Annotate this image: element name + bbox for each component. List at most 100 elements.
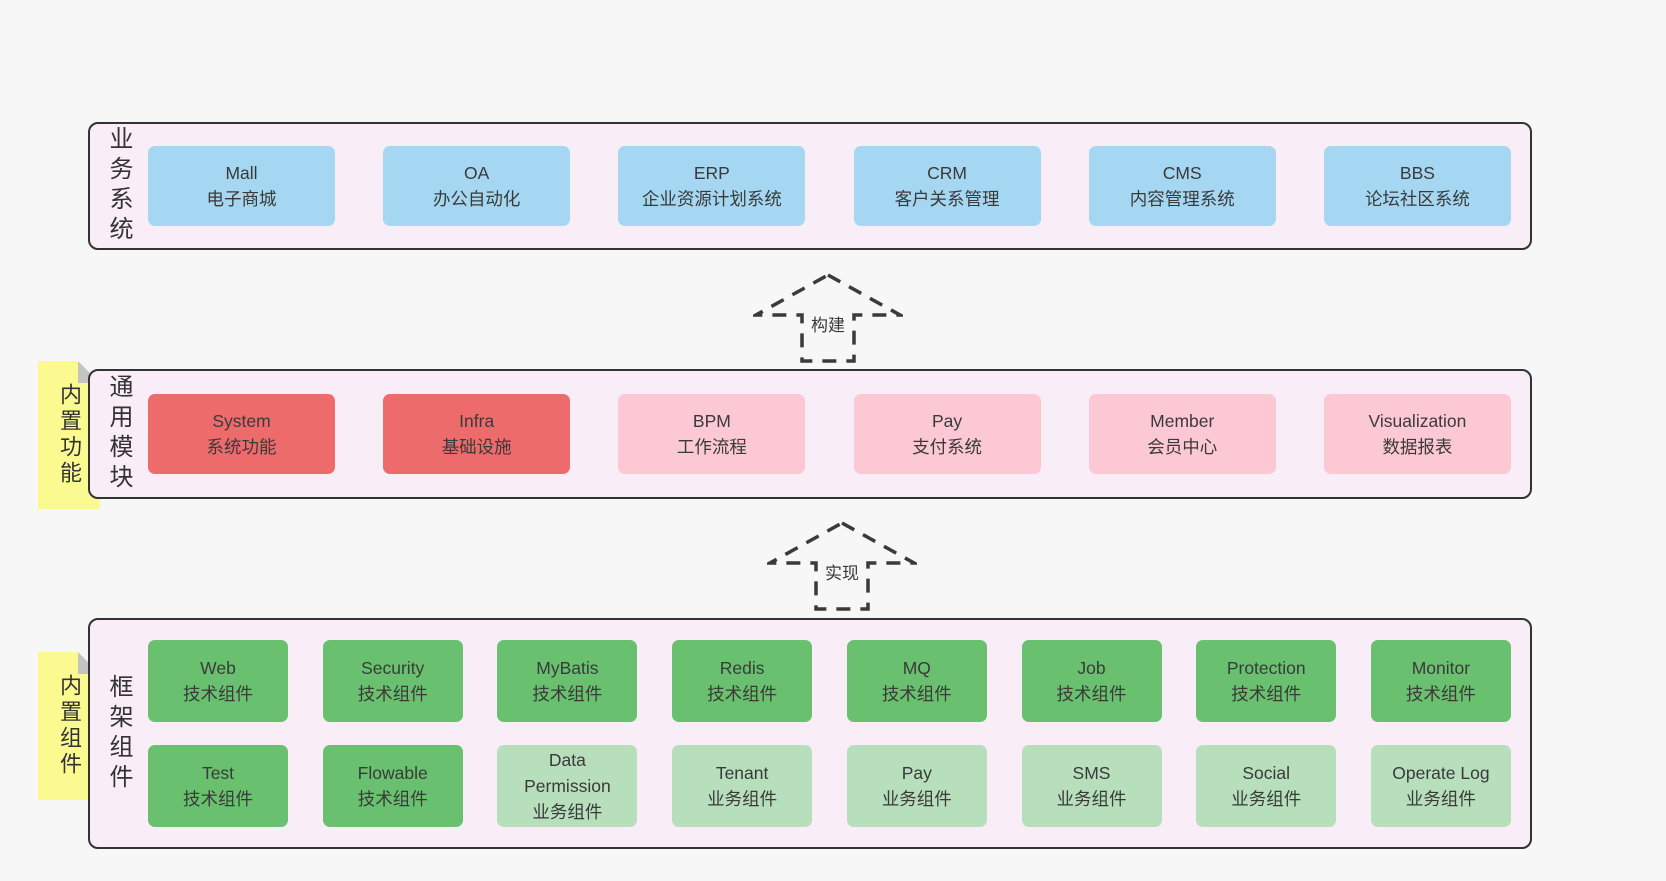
box-title: ERP (693, 162, 730, 183)
box-subtitle: 系统功能 (206, 437, 277, 457)
box-subtitle: 客户关系管理 (894, 189, 1000, 209)
box-subtitle: 会员中心 (1147, 437, 1218, 457)
box-title: BPM (692, 410, 731, 431)
box-title: Flowable (357, 762, 428, 783)
box-mq: MQ 技术组件 (846, 640, 987, 722)
box-member: Member 会员中心 (1088, 394, 1276, 474)
box-title: Tenant (715, 762, 769, 783)
box-title: Test (201, 762, 235, 783)
box-title: Visualization (1368, 410, 1467, 431)
box-monitor: Monitor 技术组件 (1370, 640, 1511, 722)
box-subtitle: 技术组件 (707, 684, 778, 704)
arrow-implement: 实现 (767, 519, 917, 613)
box-subtitle: 支付系统 (912, 437, 983, 457)
components-row-2: Test 技术组件 Flowable 技术组件 Data Permission … (148, 745, 1511, 827)
box-mall: Mall 电子商城 (148, 146, 335, 226)
box-bpm: BPM 工作流程 (618, 394, 806, 474)
box-subtitle: 技术组件 (1405, 684, 1476, 704)
box-subtitle: 内容管理系统 (1129, 189, 1235, 209)
box-subtitle: 基础设施 (441, 437, 512, 457)
box-subtitle: 技术组件 (881, 684, 952, 704)
box-title: MQ (902, 657, 931, 678)
box-title: BBS (1399, 162, 1435, 183)
side-label-col: 框架组件 (90, 620, 146, 847)
side-label-common-modules: 通用模块 (105, 374, 132, 494)
components-row-1: Web 技术组件 Security 技术组件 MyBatis 技术组件 Redi… (148, 640, 1511, 722)
box-subtitle: 业务组件 (532, 802, 603, 823)
box-title: Mall (225, 162, 258, 183)
box-subtitle: 技术组件 (1056, 684, 1127, 704)
box-title: OA (464, 162, 490, 183)
box-title: Infra (459, 410, 495, 431)
box-protection: Protection 技术组件 (1196, 640, 1337, 722)
side-label-business-systems: 业务系统 (105, 126, 132, 246)
box-operate-log: Operate Log 业务组件 (1370, 745, 1511, 827)
box-title: Redis (719, 657, 765, 678)
box-crm: CRM 客户关系管理 (853, 146, 1041, 226)
box-subtitle: 技术组件 (532, 684, 603, 704)
side-label-col: 通用模块 (90, 371, 146, 497)
box-subtitle: 数据报表 (1382, 437, 1453, 457)
modules-boxes-row: System 系统功能 Infra 基础设施 BPM 工作流程 Pay 支付系统… (146, 371, 1530, 497)
box-system: System 系统功能 (148, 394, 335, 474)
box-visualization: Visualization 数据报表 (1323, 394, 1511, 474)
box-subtitle: 业务组件 (1405, 789, 1476, 809)
box-subtitle: 电子商城 (206, 189, 277, 209)
box-title: Protection (1226, 657, 1306, 678)
box-subtitle: 业务组件 (1056, 789, 1127, 809)
box-title: Member (1150, 410, 1215, 431)
box-subtitle: 论坛社区系统 (1364, 189, 1470, 209)
box-cms: CMS 内容管理系统 (1088, 146, 1276, 226)
box-title: CMS (1162, 162, 1202, 183)
box-test: Test 技术组件 (148, 745, 288, 827)
box-title: Data Permission (524, 749, 611, 796)
box-title: Security (361, 657, 425, 678)
box-web: Web 技术组件 (148, 640, 288, 722)
box-erp: ERP 企业资源计划系统 (618, 146, 806, 226)
business-boxes-row: Mall 电子商城 OA 办公自动化 ERP 企业资源计划系统 CRM 客户关系… (146, 124, 1530, 248)
box-title: Social (1242, 762, 1291, 783)
box-title: SMS (1072, 762, 1111, 783)
arrow-implement-label: 实现 (822, 559, 862, 584)
tag-built-in-features-label: 内置功能 (57, 383, 82, 487)
box-pay-component: Pay 业务组件 (846, 745, 987, 827)
arrow-build: 构建 (753, 271, 903, 365)
box-social: Social 业务组件 (1196, 745, 1337, 827)
box-subtitle: 业务组件 (707, 789, 778, 809)
box-subtitle: 技术组件 (183, 789, 253, 809)
box-bbs: BBS 论坛社区系统 (1323, 146, 1511, 226)
box-title: CRM (927, 162, 967, 183)
box-subtitle: 技术组件 (1231, 684, 1302, 704)
side-label-col: 业务系统 (90, 124, 146, 248)
arrow-up-icon (753, 272, 903, 363)
side-label-framework-components: 框架组件 (105, 673, 132, 794)
box-subtitle: 技术组件 (357, 789, 428, 809)
arrow-up-icon (767, 520, 917, 611)
box-title: System (212, 410, 271, 431)
box-subtitle: 技术组件 (183, 684, 253, 704)
box-title: MyBatis (536, 657, 599, 678)
box-title: Job (1077, 657, 1106, 678)
box-redis: Redis 技术组件 (672, 640, 813, 722)
box-title: Pay (931, 410, 963, 431)
tag-built-in-components-label: 内置组件 (57, 674, 82, 778)
box-pay-module: Pay 支付系统 (853, 394, 1041, 474)
box-oa: OA 办公自动化 (383, 146, 571, 226)
arrow-build-label: 构建 (808, 311, 848, 336)
components-rows: Web 技术组件 Security 技术组件 MyBatis 技术组件 Redi… (146, 620, 1530, 847)
box-title: Pay (901, 762, 932, 783)
box-mybatis: MyBatis 技术组件 (497, 640, 638, 722)
box-subtitle: 企业资源计划系统 (641, 189, 782, 209)
box-tenant: Tenant 业务组件 (672, 745, 813, 827)
box-job: Job 技术组件 (1021, 640, 1162, 722)
box-title: Operate Log (1392, 762, 1490, 783)
panel-framework-components: 框架组件 Web 技术组件 Security 技术组件 MyBatis 技术组件… (88, 618, 1532, 849)
box-data-permission: Data Permission 业务组件 (497, 745, 638, 827)
box-title: Monitor (1411, 657, 1471, 678)
box-subtitle: 技术组件 (357, 684, 428, 704)
panel-common-modules: 通用模块 System 系统功能 Infra 基础设施 BPM 工作流程 Pay… (88, 369, 1532, 499)
box-flowable: Flowable 技术组件 (322, 745, 463, 827)
box-security: Security 技术组件 (322, 640, 463, 722)
box-sms: SMS 业务组件 (1021, 745, 1162, 827)
